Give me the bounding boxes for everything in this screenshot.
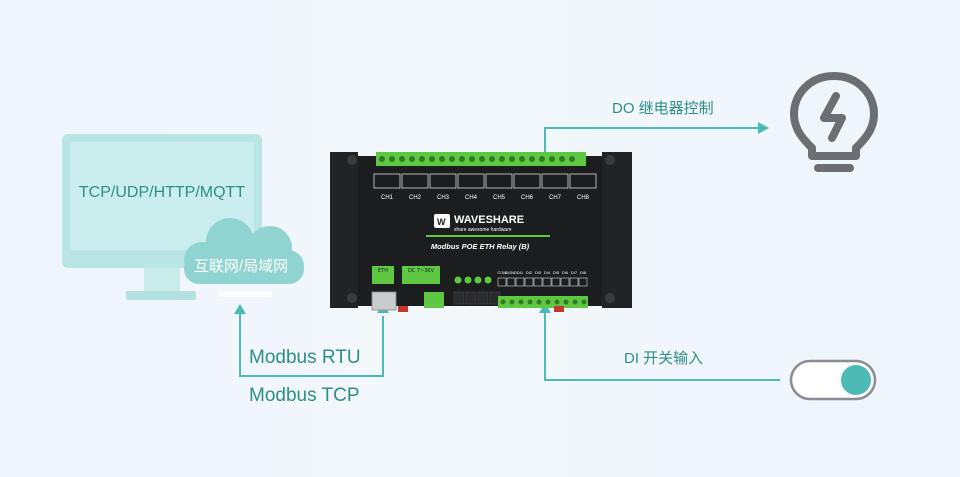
left-rail [330,152,358,308]
model-name: Modbus POE ETH Relay (B) [431,242,530,251]
arrow-right-bulb [758,122,769,134]
di-terminal-label: DI8 [580,270,587,275]
di-terminal-label: DI3 [535,270,542,275]
di-terminal-label: COM [497,270,506,275]
di-terminal-label: DI5 [553,270,560,275]
power-terminal [424,292,444,308]
brand-name: WAVESHARE [454,214,524,226]
di-link-line [544,312,780,381]
toggle-switch-icon [789,359,877,401]
modbus-rtu-label: Modbus RTU [249,347,361,368]
do-link-line [544,127,760,152]
relay-module: CH1 CH2 CH3 CH4 CH5 CH6 CH7 CH8 W WAVESH… [330,152,632,312]
rail-clip [398,306,408,312]
protocols-label: TCP/UDP/HTTP/MQTT [78,184,246,201]
di-terminal-label: DI7 [571,270,578,275]
di-terminal-label: DI4 [544,270,551,275]
channel-label: CH6 [521,195,534,201]
cloud-icon [184,218,304,284]
channel-label: CH1 [381,195,394,201]
right-rail [602,152,632,308]
power-label: DC 7~36V [408,268,435,274]
di-switch-label: DI 开关输入 [624,350,704,367]
rail-clip [554,306,564,312]
waveshare-logo [434,214,450,228]
monitor-base [126,291,196,300]
lightbulb-icon [790,72,878,172]
ethernet-port [371,291,397,311]
di-terminal-label: DI2 [526,270,533,275]
brand-tagline: share awesome hardware [454,227,512,233]
modbus-link-line [239,312,384,377]
do-relay-label: DO 继电器控制 [612,100,714,117]
input-terminal-block [498,296,588,308]
channel-label: CH5 [493,195,506,201]
modbus-tcp-label: Modbus TCP [249,385,360,406]
channel-label: CH8 [577,195,590,201]
channel-label: CH3 [437,195,450,201]
di-terminal-label: DI6 [562,270,569,275]
eth-label: ETH [378,268,388,274]
monitor-stand [144,268,180,292]
network-label: 互联网/局域网 [193,258,289,275]
cloud-underline [218,291,272,297]
svg-text:W: W [437,217,446,227]
di-terminal-label: DGND [505,270,517,275]
channel-label: CH7 [549,195,562,201]
channel-label: CH2 [409,195,422,201]
di-terminal-label: DI1 [517,270,524,275]
channel-label: CH4 [465,195,478,201]
arrow-up-computer [234,304,246,314]
